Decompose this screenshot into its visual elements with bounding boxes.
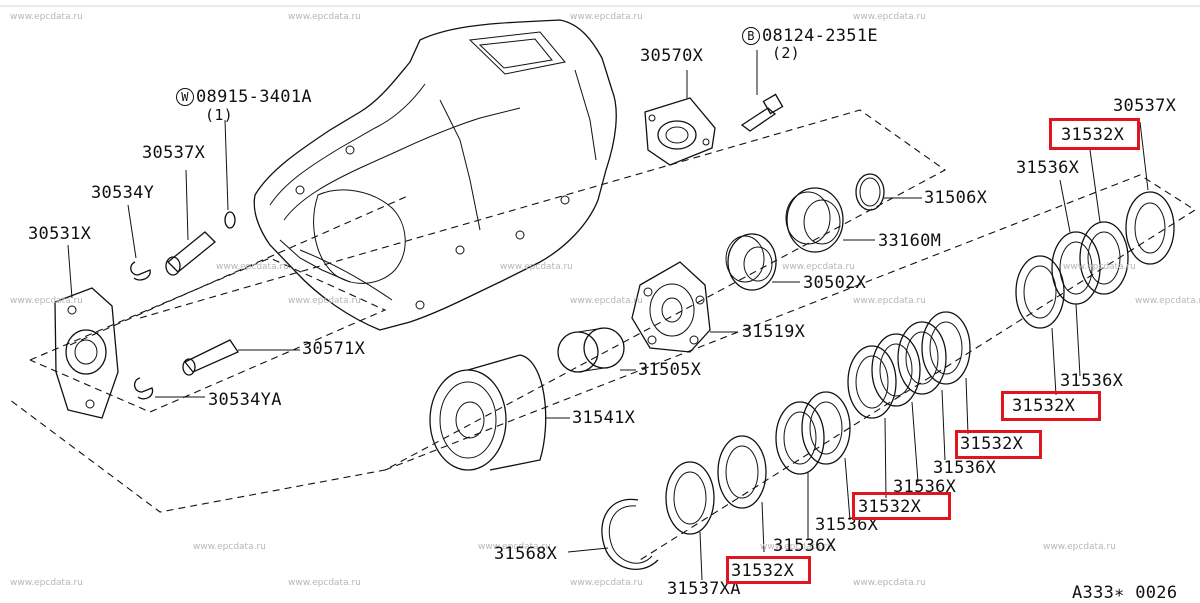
part-label-31536X[interactable]: 31536X xyxy=(933,458,997,478)
watermark: www.epcdata.ru xyxy=(853,12,926,22)
watermark: www.epcdata.ru xyxy=(570,296,643,306)
part-label-33160M[interactable]: 33160M xyxy=(878,231,942,251)
part-label-31536X[interactable]: 31536X xyxy=(773,536,837,556)
watermark: www.epcdata.ru xyxy=(288,296,361,306)
watermark: www.epcdata.ru xyxy=(760,542,833,552)
watermark: www.epcdata.ru xyxy=(216,262,289,272)
part-label-31536X[interactable]: 31536X xyxy=(1060,371,1124,391)
part-label-31537XA[interactable]: 31537XA xyxy=(667,579,741,599)
watermark: www.epcdata.ru xyxy=(1135,296,1200,306)
watermark: www.epcdata.ru xyxy=(853,296,926,306)
part-label-31532X[interactable]: 31532X xyxy=(858,497,922,517)
watermark: www.epcdata.ru xyxy=(782,262,855,272)
center-parts xyxy=(429,173,922,471)
part-label-31541X[interactable]: 31541X xyxy=(572,408,636,428)
part-label-31519X[interactable]: 31519X xyxy=(742,322,806,342)
watermark: www.epcdata.ru xyxy=(10,296,83,306)
part-label-30570X[interactable]: 30570X xyxy=(640,46,704,66)
part-label-30534YA[interactable]: 30534YA xyxy=(208,390,282,410)
watermark: www.epcdata.ru xyxy=(288,12,361,22)
part-label-31506X[interactable]: 31506X xyxy=(924,188,988,208)
badge-b-icon: B xyxy=(742,27,760,45)
part-label-31532X[interactable]: 31532X xyxy=(731,561,795,581)
badge-w-icon: W xyxy=(176,88,194,106)
part-label-30531X[interactable]: 30531X xyxy=(28,224,92,244)
watermark: www.epcdata.ru xyxy=(478,542,551,552)
part-label-31536X[interactable]: 31536X xyxy=(1016,158,1080,178)
part-label-31532X[interactable]: 31532X xyxy=(1061,125,1125,145)
part-label-31532X[interactable]: 31532X xyxy=(1012,396,1076,416)
watermark: www.epcdata.ru xyxy=(193,542,266,552)
watermark: www.epcdata.ru xyxy=(10,578,83,588)
part-label-31536X[interactable]: 31536X xyxy=(893,477,957,497)
bolt-w-qty: (1) xyxy=(205,106,233,124)
part-label-30534Y[interactable]: 30534Y xyxy=(91,183,155,203)
watermark: www.epcdata.ru xyxy=(570,578,643,588)
part-label-31532X[interactable]: 31532X xyxy=(960,434,1024,454)
part-label-30571X[interactable]: 30571X xyxy=(302,339,366,359)
bolt-b-qty: (2) xyxy=(772,44,800,62)
flange-housing-30570X xyxy=(644,70,716,166)
bolt-08124-2351E xyxy=(740,50,784,132)
part-label-31536X[interactable]: 31536X xyxy=(815,515,879,535)
part-label-31537X[interactable]: 30537X xyxy=(1113,96,1177,116)
watermark: www.epcdata.ru xyxy=(288,578,361,588)
part-label-30537X[interactable]: 30537X xyxy=(142,143,206,163)
part-label-31568X[interactable]: 31568X xyxy=(494,544,558,564)
clutch-plates xyxy=(567,121,1175,581)
watermark: www.epcdata.ru xyxy=(500,262,573,272)
watermark: www.epcdata.ru xyxy=(1063,262,1136,272)
part-label-31505X[interactable]: 31505X xyxy=(638,360,702,380)
part-label-30502X[interactable]: 30502X xyxy=(803,273,867,293)
bolt-w-number: 08915-3401A xyxy=(196,87,312,107)
watermark: www.epcdata.ru xyxy=(570,12,643,22)
bolt-b-number: 08124-2351E xyxy=(762,26,878,46)
transmission-housing xyxy=(253,19,617,331)
watermark: www.epcdata.ru xyxy=(10,12,83,22)
diagram-code: A333∗ 0026 xyxy=(1072,583,1178,603)
watermark: www.epcdata.ru xyxy=(1043,542,1116,552)
watermark: www.epcdata.ru xyxy=(853,578,926,588)
left-parts xyxy=(54,119,300,419)
